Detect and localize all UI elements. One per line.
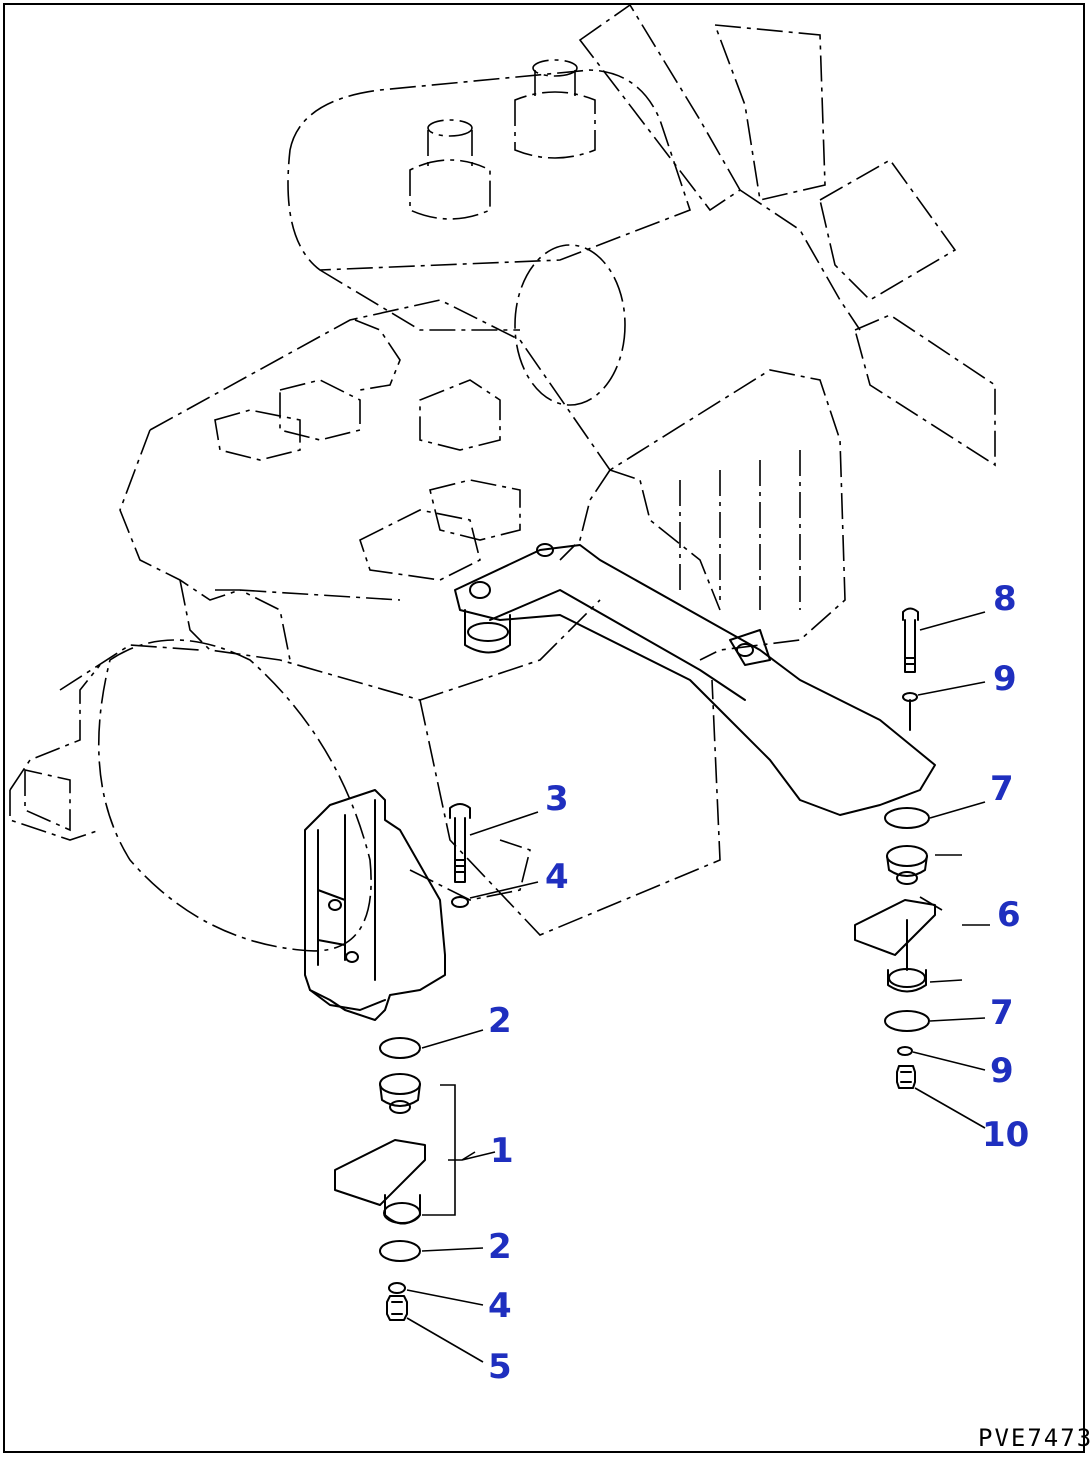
callout-4-lower: 4 [488, 1286, 512, 1326]
callout-10: 10 [982, 1115, 1029, 1155]
front-cushion-assembly [334, 1037, 426, 1225]
callout-2-lower: 2 [488, 1227, 512, 1267]
front-lower-plate-washer [379, 1240, 421, 1262]
front-upper-lock-washer [451, 896, 469, 908]
rear-nut [896, 1065, 916, 1089]
callout-7-lower: 7 [990, 993, 1014, 1033]
callout-1: 1 [490, 1131, 514, 1171]
drawing-code: PVE7473 [978, 1424, 1090, 1452]
leader-lines [406, 611, 990, 1363]
callout-3: 3 [545, 779, 569, 819]
callout-4-upper: 4 [545, 857, 569, 897]
diagram-frame [3, 3, 1085, 1453]
rear-upper-lock-washer [902, 692, 918, 702]
engine-phantom-outline [9, 3, 996, 952]
callout-9-lower: 9 [990, 1051, 1014, 1091]
rear-mount-bracket [454, 543, 936, 816]
front-mount-bolt [449, 803, 471, 883]
callout-5: 5 [488, 1347, 512, 1387]
rear-upper-plate-washer [884, 807, 930, 829]
callout-2-upper: 2 [488, 1001, 512, 1041]
front-mount-bracket [304, 789, 446, 1021]
front-lower-lock-washer [388, 1282, 406, 1294]
front-upper-plate-washer [379, 1037, 421, 1059]
callout-6: 6 [997, 895, 1021, 935]
callout-9-upper: 9 [993, 659, 1017, 699]
callout-8: 8 [993, 579, 1017, 619]
front-nut [386, 1295, 408, 1321]
callout-7-upper: 7 [990, 769, 1014, 809]
rear-lower-lock-washer [897, 1046, 913, 1056]
rear-mount-bolt [902, 607, 919, 731]
rear-lower-plate-washer [884, 1010, 930, 1032]
rear-cushion-assembly [854, 845, 936, 993]
